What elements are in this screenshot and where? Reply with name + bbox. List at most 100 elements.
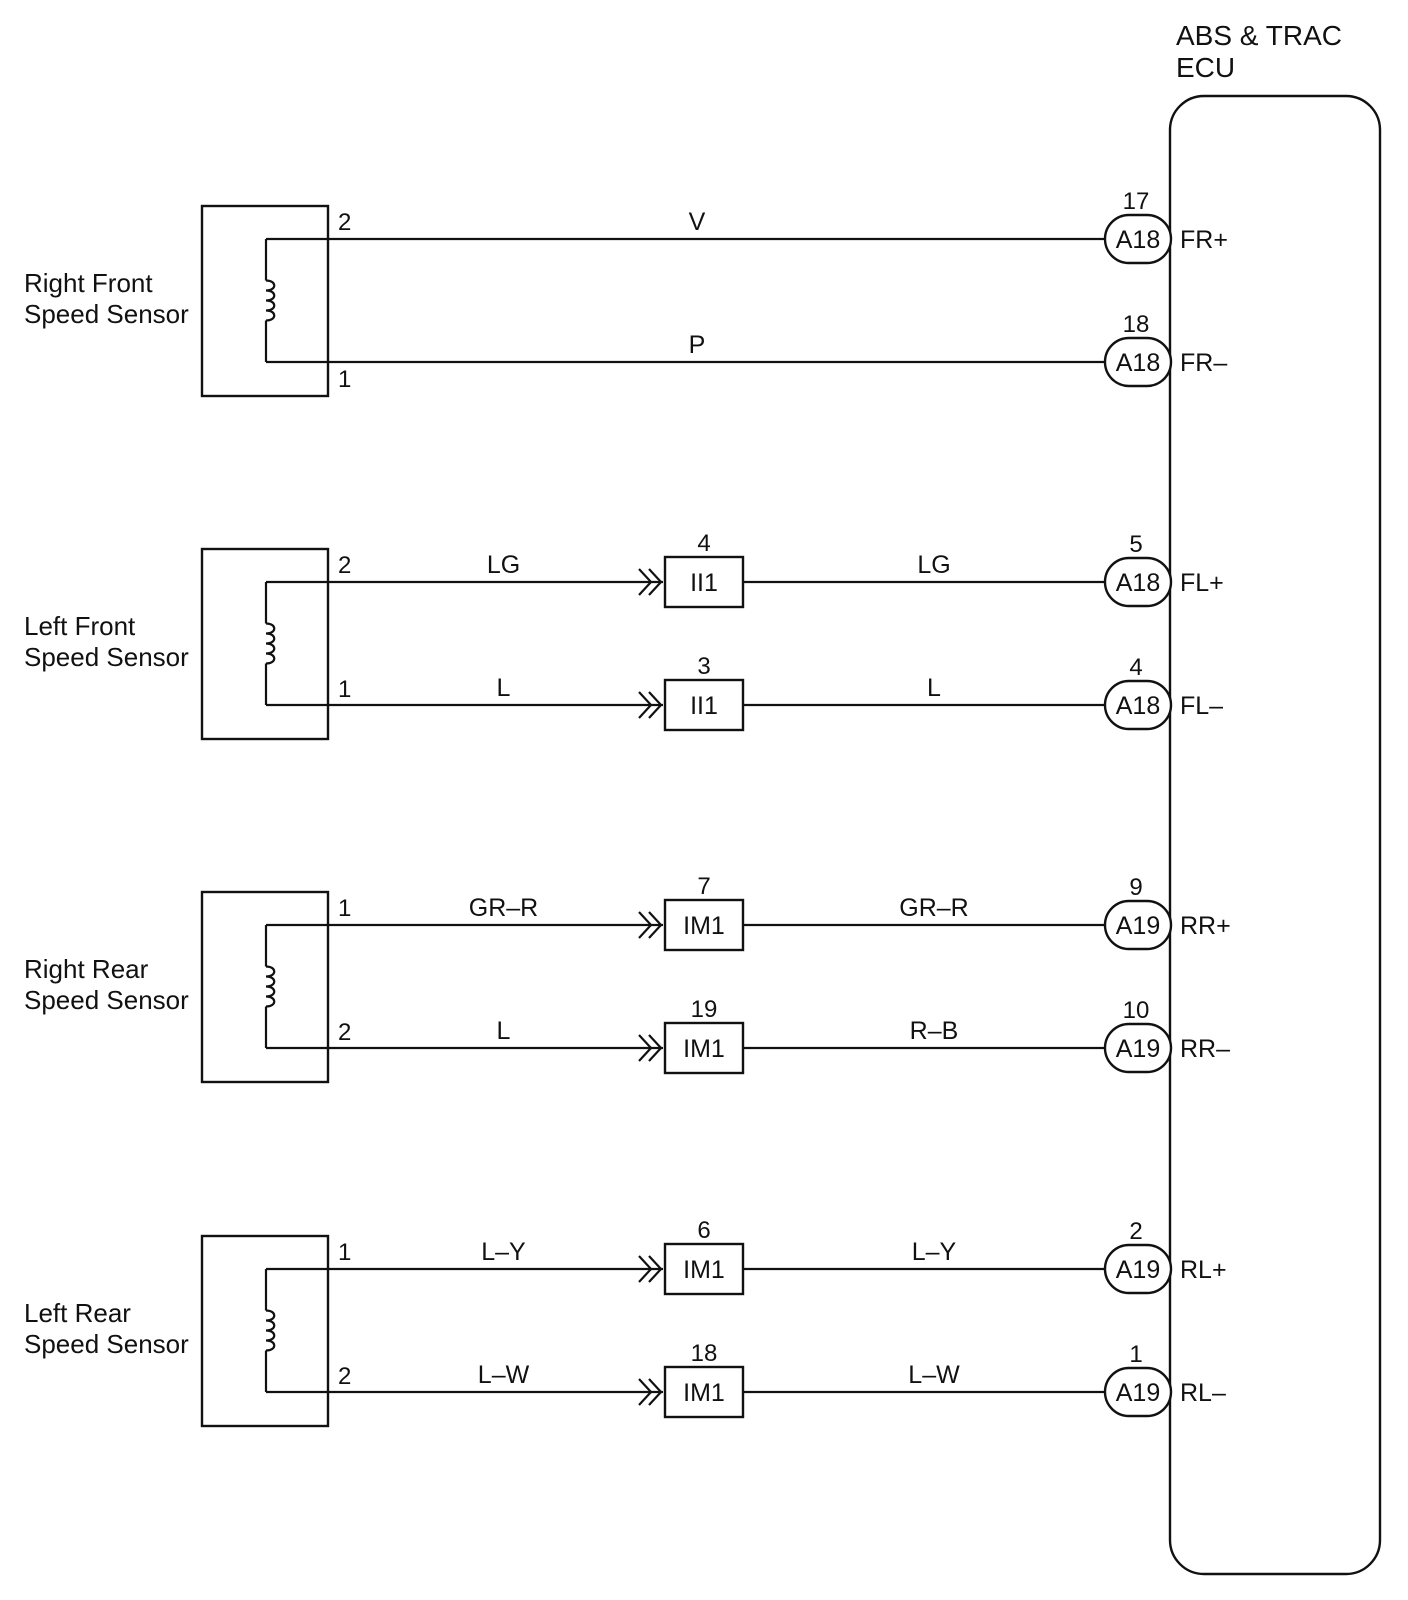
ecu-connector-label: A19: [1116, 1035, 1160, 1063]
junction-connector-label: IM1: [683, 1379, 725, 1407]
sensor-name-line1: Left Rear: [24, 1298, 131, 1328]
junction-connector: [663, 898, 745, 952]
ecu-pin-number: 17: [1123, 188, 1150, 215]
junction-pin-number: 18: [691, 1340, 718, 1367]
ecu-pin-number: 4: [1129, 654, 1142, 681]
sensor-pin-number: 1: [338, 366, 351, 393]
ecu-title-line2: ECU: [1176, 52, 1235, 83]
coil-icon: [265, 965, 276, 1008]
coil-icon: [265, 622, 276, 665]
ecu-terminal-label: FL–: [1180, 692, 1223, 720]
wire-color-left: L: [497, 674, 511, 702]
wire-color-right: R–B: [910, 1017, 959, 1045]
junction-connector-label: II1: [690, 569, 718, 597]
wire-left-front-2: [266, 678, 1173, 732]
wire-color-right: L: [927, 674, 941, 702]
sensor-box: [200, 204, 330, 398]
connector-arrow-icon: [638, 1034, 663, 1062]
sensor-pin-number: 1: [338, 676, 351, 703]
coil-icon: [265, 279, 276, 322]
ecu-connector-label: A18: [1116, 226, 1160, 254]
sensor-box: [200, 890, 330, 1084]
wire-color-right: LG: [917, 551, 950, 579]
sensor-name-line2: Speed Sensor: [24, 642, 189, 672]
ecu-connector-label: A18: [1116, 569, 1160, 597]
ecu-title-line1: ABS & TRAC: [1176, 20, 1342, 51]
wire-color-left: L–Y: [481, 1238, 526, 1266]
ecu-connector: [1103, 556, 1173, 608]
ecu-connector-label: A18: [1116, 692, 1160, 720]
wire-color-left: GR–R: [469, 894, 538, 922]
connector-arrow-icon: [638, 691, 663, 719]
sensor-name-line1: Right Rear: [24, 954, 149, 984]
wire-color-right: GR–R: [899, 894, 968, 922]
sensor-name-line1: Left Front: [24, 611, 136, 641]
ecu-terminal-label: FR+: [1180, 226, 1228, 254]
ecu-connector: [1103, 899, 1173, 951]
ecu-pin-number: 1: [1129, 1341, 1142, 1368]
wire-left-front-1: [266, 555, 1173, 609]
ecu-terminal-label: RR+: [1180, 912, 1231, 940]
sensor-name-line2: Speed Sensor: [24, 985, 189, 1015]
wire-right-front-2: [266, 336, 1173, 388]
ecu-connector: [1103, 1366, 1173, 1418]
sensor-pin-number: 1: [338, 895, 351, 922]
ecu-connector-label: A19: [1116, 1256, 1160, 1284]
junction-connector: [663, 678, 745, 732]
sensor-name-line1: Right Front: [24, 268, 153, 298]
wire-right-front-1: [266, 213, 1173, 265]
coil-icon: [265, 1309, 276, 1352]
junction-pin-number: 3: [697, 653, 710, 680]
junction-connector: [663, 1365, 745, 1419]
connector-arrow-icon: [638, 1378, 663, 1406]
wire-color-right: L–W: [908, 1361, 960, 1389]
ecu-connector: [1103, 336, 1173, 388]
sensor-name-line2: Speed Sensor: [24, 299, 189, 329]
ecu-connector: [1103, 213, 1173, 265]
wire-left-rear-1: [266, 1242, 1173, 1296]
ecu-connector: [1103, 1243, 1173, 1295]
junction-connector: [663, 1021, 745, 1075]
ecu-pin-number: 10: [1123, 997, 1150, 1024]
sensor-pin-number: 1: [338, 1239, 351, 1266]
ecu-connector: [1103, 1022, 1173, 1074]
junction-connector: [663, 1242, 745, 1296]
ecu-connector-label: A19: [1116, 1379, 1160, 1407]
wire-right-rear-1: [266, 898, 1173, 952]
ecu-connector: [1103, 679, 1173, 731]
wire-color: P: [689, 331, 706, 359]
wire-right-rear-2: [266, 1021, 1173, 1075]
ecu-pin-number: 18: [1123, 311, 1150, 338]
wire-color: V: [689, 208, 706, 236]
sensor-box: [200, 1234, 330, 1428]
ecu-pin-number: 5: [1129, 531, 1142, 558]
ecu-connector-label: A18: [1116, 349, 1160, 377]
junction-pin-number: 7: [697, 873, 710, 900]
junction-pin-number: 4: [697, 530, 710, 557]
sensor-pin-number: 2: [338, 209, 351, 236]
connector-arrow-icon: [638, 1255, 663, 1283]
ecu-pin-number: 2: [1129, 1218, 1142, 1245]
ecu-connector-label: A19: [1116, 912, 1160, 940]
ecu-terminal-label: FR–: [1180, 349, 1227, 377]
sensor-pin-number: 2: [338, 1363, 351, 1390]
junction-connector: [663, 555, 745, 609]
sensor-name-line2: Speed Sensor: [24, 1329, 189, 1359]
junction-connector-label: IM1: [683, 1256, 725, 1284]
ecu-body: [1168, 94, 1382, 1576]
junction-pin-number: 6: [697, 1217, 710, 1244]
wire-color-left: L: [497, 1017, 511, 1045]
sensor-pin-number: 2: [338, 552, 351, 579]
connector-arrow-icon: [638, 911, 663, 939]
junction-connector-label: II1: [690, 692, 718, 720]
ecu-terminal-label: RR–: [1180, 1035, 1230, 1063]
junction-connector-label: IM1: [683, 912, 725, 940]
ecu-terminal-label: RL–: [1180, 1379, 1226, 1407]
wire-color-left: L–W: [478, 1361, 530, 1389]
connector-arrow-icon: [638, 568, 663, 596]
